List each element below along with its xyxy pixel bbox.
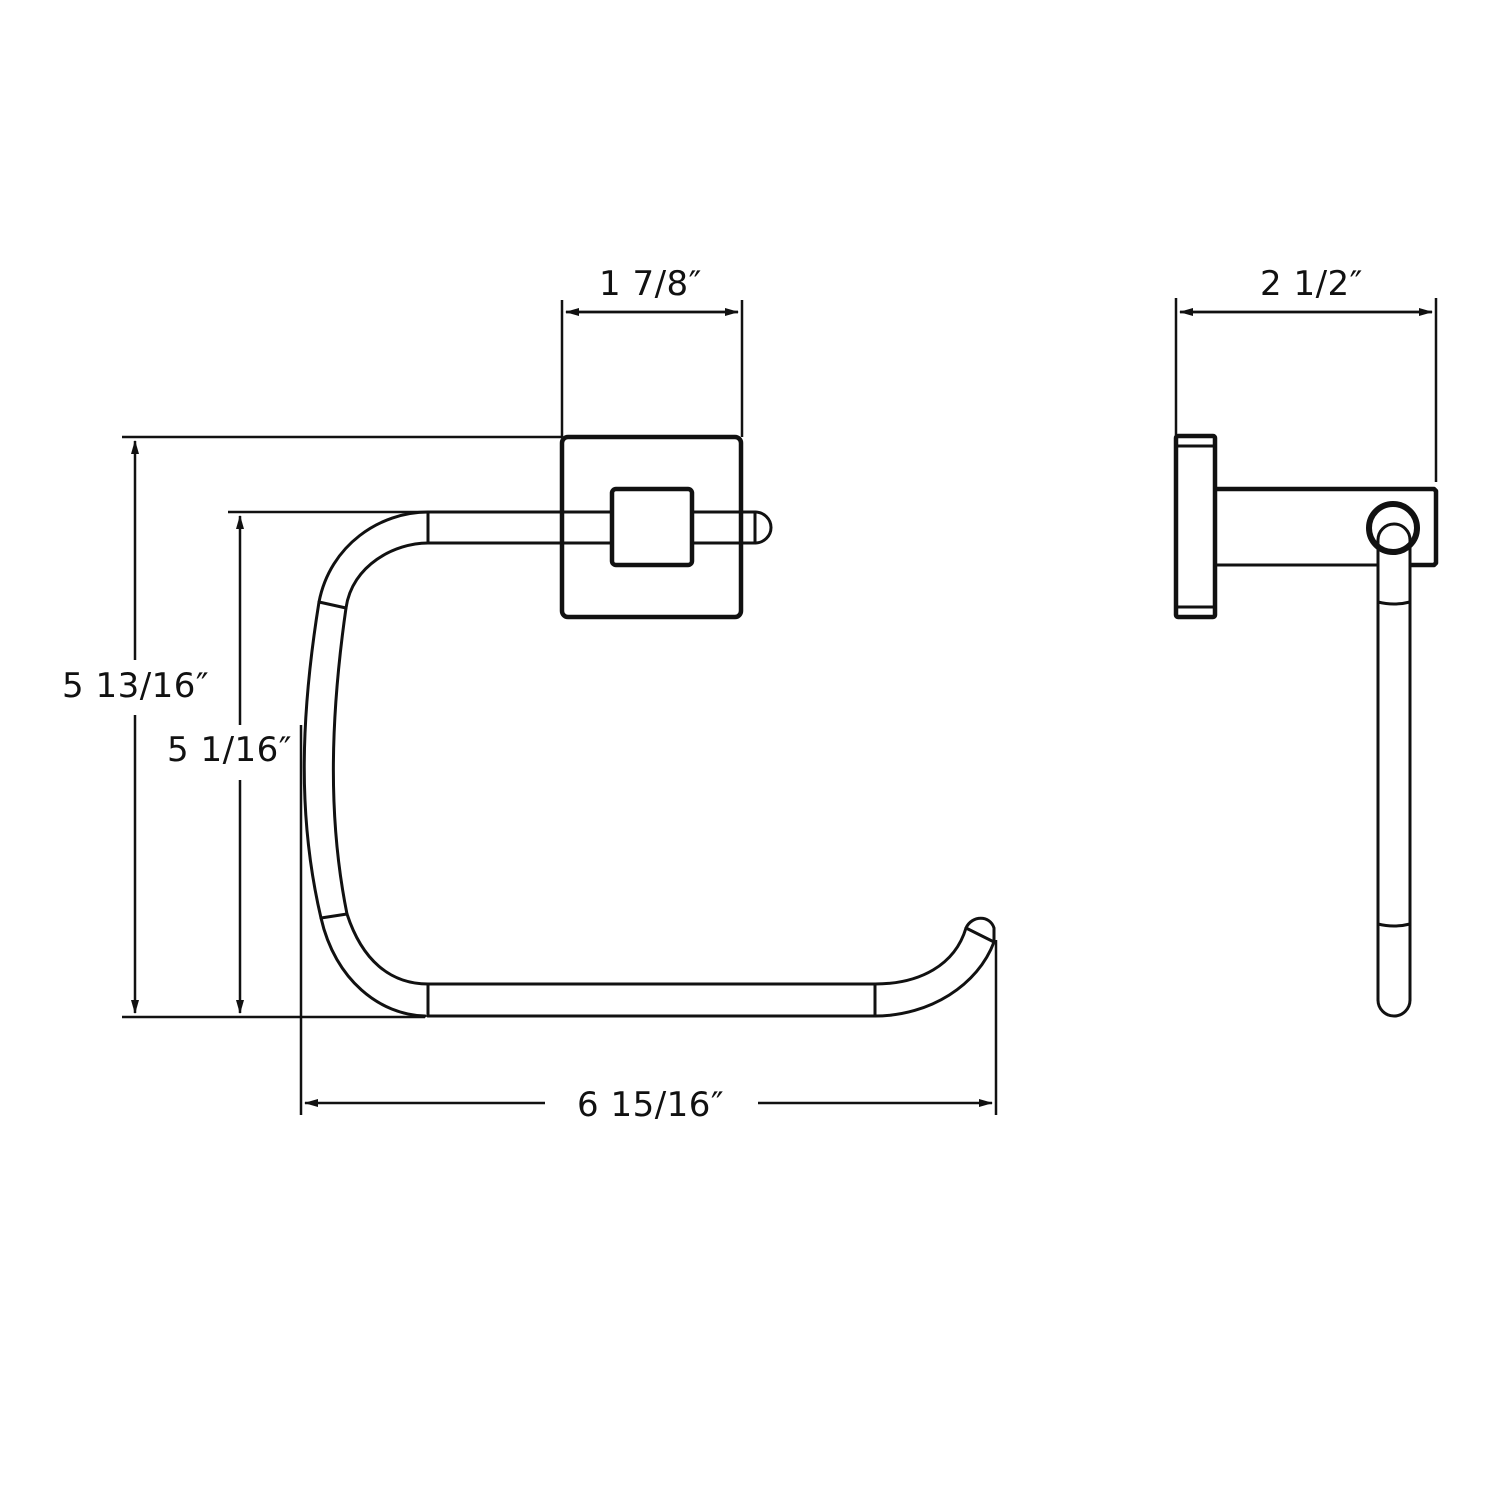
- dim-overall-height-label: 5 13/16″: [62, 666, 210, 706]
- bar-collar: [609, 486, 695, 568]
- ring-body: [302, 510, 996, 1018]
- side-ring-mount: [1366, 501, 1420, 555]
- dim-ring-height-label: 5 1/16″: [167, 730, 292, 770]
- mounting-plate: [559, 434, 744, 620]
- top-bar: [426, 510, 773, 545]
- side-dimensions: [1174, 298, 1438, 482]
- dim-overall-width-label: 6 15/16″: [577, 1085, 725, 1125]
- side-arm: [1215, 486, 1439, 568]
- side-ring-rod: [1376, 538, 1412, 1018]
- dim-projection-depth-label: 2 1/2″: [1260, 264, 1363, 304]
- side-mounting-plate: [1173, 433, 1218, 620]
- front-view: [302, 434, 996, 1018]
- side-view: [1173, 433, 1439, 1018]
- front-dimensions: [122, 300, 998, 1115]
- dim-plate-width-label: 1 7/8″: [599, 264, 702, 304]
